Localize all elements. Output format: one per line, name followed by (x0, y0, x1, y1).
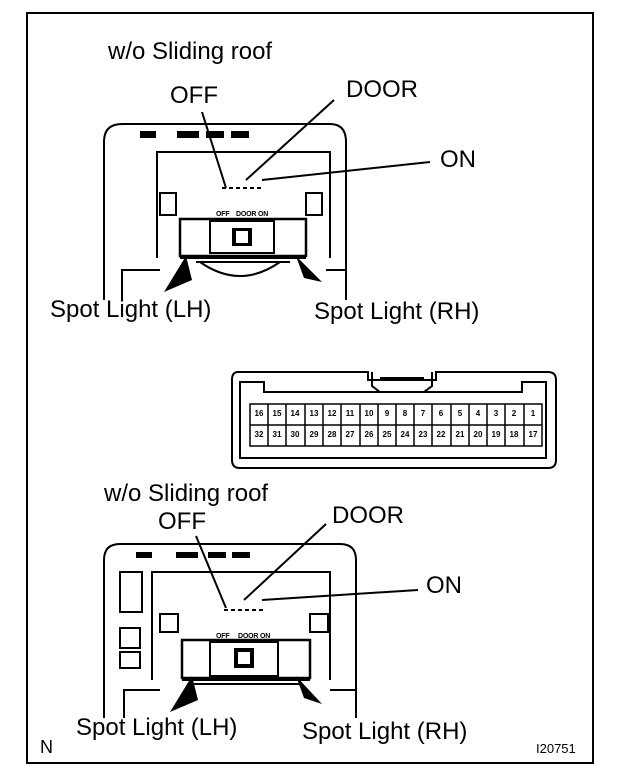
pin-label: 26 (364, 430, 374, 439)
bottom-spot-lh-label: Spot Light (LH) (76, 714, 238, 741)
bottom-small-door: DOOR (238, 633, 259, 640)
bottom-room-light-assembly (103, 523, 419, 718)
top-spot-rh-arrow (296, 256, 322, 282)
bottom-housing-inner (151, 571, 331, 680)
pin-label: 23 (418, 430, 428, 439)
pin-label: 18 (509, 430, 519, 439)
figure-frame (26, 12, 594, 764)
bottom-door-label: DOOR (332, 502, 404, 529)
top-on-label: ON (440, 146, 476, 173)
pin-label: 29 (309, 430, 319, 439)
figure-code: I20751 (536, 741, 576, 756)
pin-label: 6 (438, 409, 444, 418)
pin-label: 7 (420, 409, 426, 418)
pin-label: 12 (327, 409, 337, 418)
pin-label: 16 (254, 409, 264, 418)
pin-label: 2 (511, 409, 517, 418)
top-small-door: DOOR (236, 211, 257, 218)
pin-label: 31 (272, 430, 282, 439)
bottom-housing-outline (103, 543, 357, 718)
pin-label: 1 (530, 409, 536, 418)
pin-label: 30 (290, 430, 300, 439)
bottom-heading: w/o Sliding roof (104, 480, 269, 507)
bottom-small-off: OFF (216, 633, 230, 640)
pin-label: 21 (455, 430, 465, 439)
pin-label: 15 (272, 409, 282, 418)
corner-mark: N (40, 737, 53, 757)
pin-label: 17 (528, 430, 538, 439)
top-small-on: ON (258, 211, 269, 218)
top-housing-inner (156, 151, 331, 258)
bottom-spot-rh-label: Spot Light (RH) (302, 718, 468, 745)
pin-label: 28 (327, 430, 337, 439)
pin-label: 19 (491, 430, 501, 439)
pin-label: 25 (382, 430, 392, 439)
pin-label: 13 (309, 409, 319, 418)
pin-label: 27 (345, 430, 355, 439)
bottom-on-label: ON (426, 572, 462, 599)
top-small-off: OFF (216, 211, 230, 218)
top-heading: w/o Sliding roof (108, 38, 273, 65)
pin-label: 20 (473, 430, 483, 439)
top-spot-lh-label: Spot Light (LH) (50, 296, 212, 323)
pin-label: 9 (384, 409, 390, 418)
bottom-spot-rh-arrow (296, 676, 322, 704)
pin-label: 22 (436, 430, 446, 439)
top-room-light-assembly (103, 99, 431, 300)
bottom-small-on: ON (260, 633, 271, 640)
connector-drawing (231, 371, 557, 469)
pin-label: 14 (290, 409, 300, 418)
bottom-spot-lh-arrow (170, 676, 198, 712)
pin-label: 4 (475, 409, 481, 418)
pin-label: 5 (457, 409, 463, 418)
pin-label: 8 (402, 409, 408, 418)
pin-label: 11 (345, 409, 355, 418)
pin-label: 10 (364, 409, 374, 418)
top-spot-lh-arrow (164, 256, 192, 292)
top-switch-body (178, 217, 308, 258)
top-door-label: DOOR (346, 76, 418, 103)
pin-label: 3 (493, 409, 499, 418)
top-spot-rh-label: Spot Light (RH) (314, 298, 480, 325)
pin-label: 32 (254, 430, 264, 439)
top-off-label: OFF (170, 82, 218, 109)
bottom-off-label: OFF (158, 508, 206, 535)
top-housing-outline (103, 123, 347, 300)
pin-label: 24 (400, 430, 410, 439)
bottom-switch-body (180, 638, 312, 680)
